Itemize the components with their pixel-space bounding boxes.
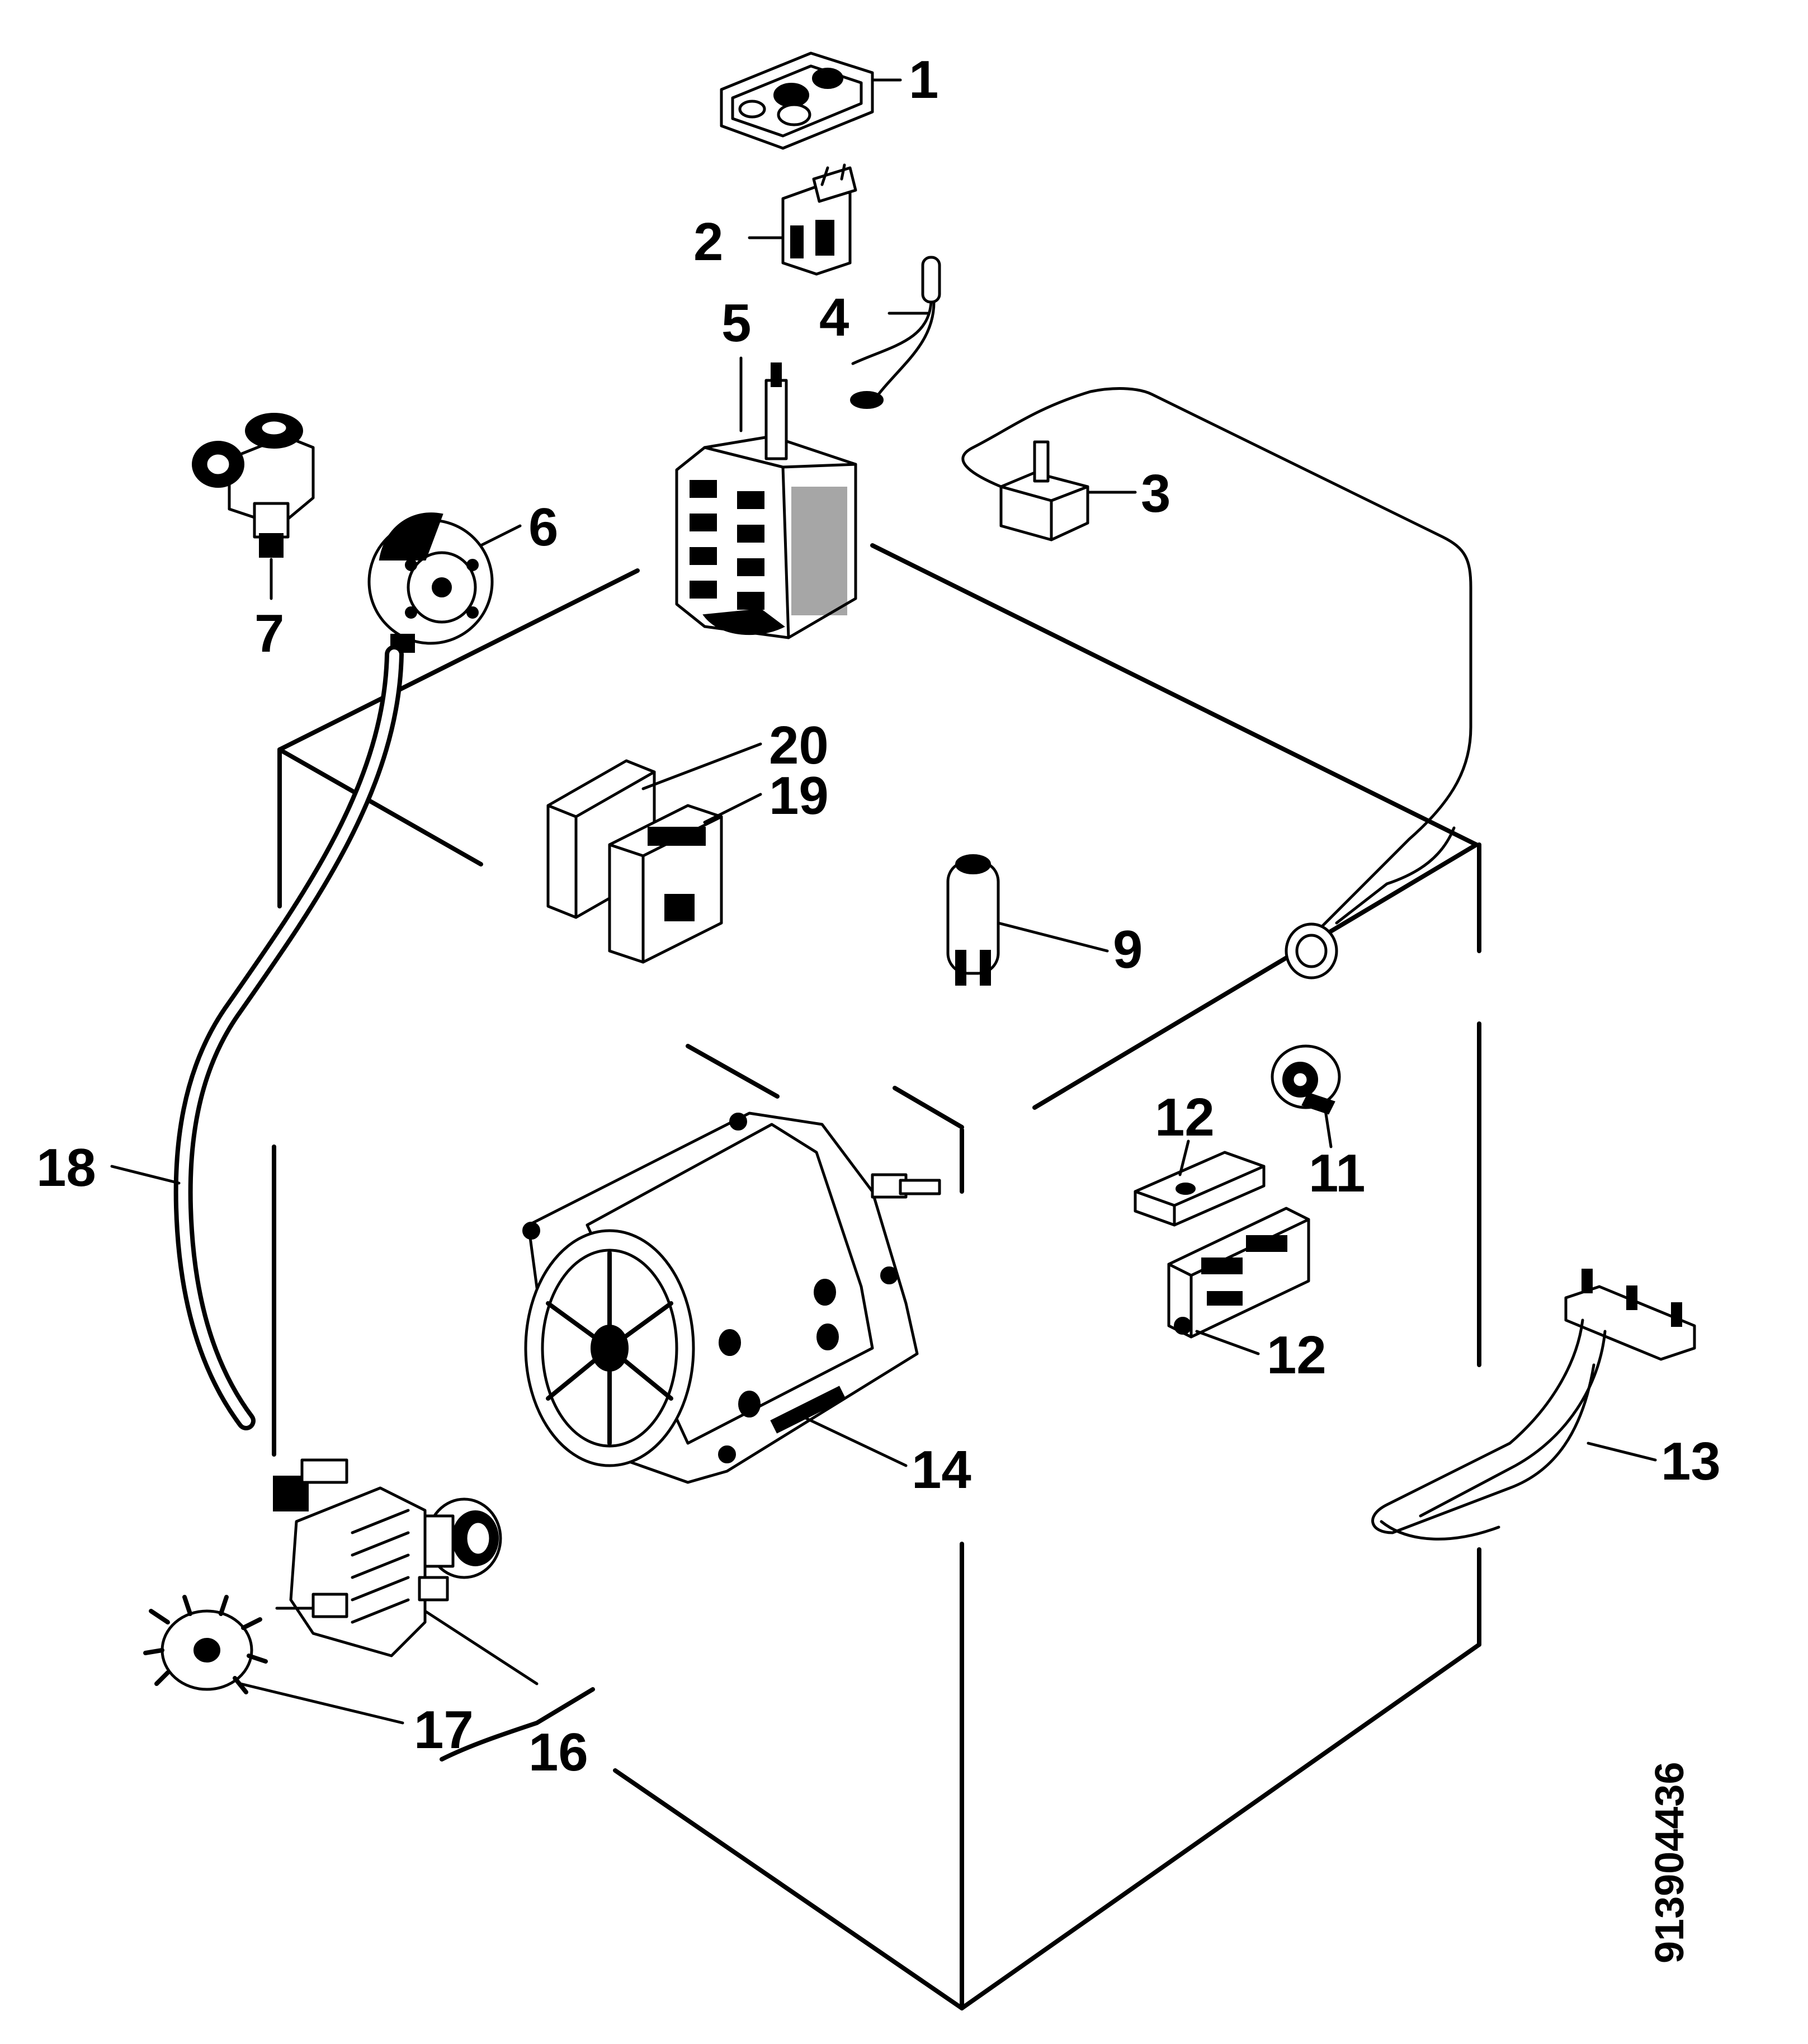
label-7: 7 [254, 604, 284, 663]
label-12-upper: 12 [1155, 1087, 1215, 1147]
label-9: 9 [1113, 920, 1143, 979]
label-16: 16 [528, 1722, 588, 1782]
part-7-inlet-valve [192, 413, 315, 600]
part-5-timer [675, 356, 857, 639]
part-16-clip [423, 1609, 595, 1762]
part-19-switch [608, 793, 762, 964]
part-12-terminal-upper [1134, 1139, 1266, 1227]
label-19: 19 [769, 766, 829, 826]
reference-code: 913904436 [1648, 1762, 1692, 1963]
part-18-pressure-hose [110, 645, 404, 1430]
part-9-capacitor [946, 854, 1109, 986]
label-13: 13 [1661, 1431, 1721, 1491]
label-4: 4 [819, 288, 849, 347]
label-17: 17 [414, 1700, 474, 1760]
label-12-lower: 12 [1267, 1325, 1327, 1385]
timer-contact-blocks [690, 480, 764, 610]
label-11: 11 [1309, 1143, 1365, 1203]
part-13-heater [1371, 1269, 1696, 1541]
motor-fan-spokes [546, 1251, 673, 1445]
label-3: 3 [1141, 464, 1170, 524]
label-2: 2 [693, 212, 723, 272]
part-11-indicator [1271, 1044, 1341, 1148]
part-17-impeller [143, 1595, 404, 1725]
part-4-probe [850, 256, 941, 409]
label-6: 6 [528, 497, 558, 557]
part-6-pressure-switch [367, 512, 522, 653]
label-18: 18 [36, 1138, 96, 1198]
part-12-filter-lower [1167, 1207, 1310, 1355]
pump-coil-ribs [351, 1509, 410, 1624]
part-2-door-interlock [748, 163, 857, 276]
label-14: 14 [912, 1440, 971, 1500]
label-1: 1 [909, 50, 938, 110]
label-5: 5 [721, 293, 751, 353]
part-3-thermostat [961, 387, 1472, 979]
part-1-cover [720, 51, 902, 150]
cabinet-outline [272, 543, 1481, 2010]
drain-pump [273, 1458, 502, 1657]
part-14-motor [522, 1112, 941, 1484]
label-20: 20 [769, 715, 829, 775]
